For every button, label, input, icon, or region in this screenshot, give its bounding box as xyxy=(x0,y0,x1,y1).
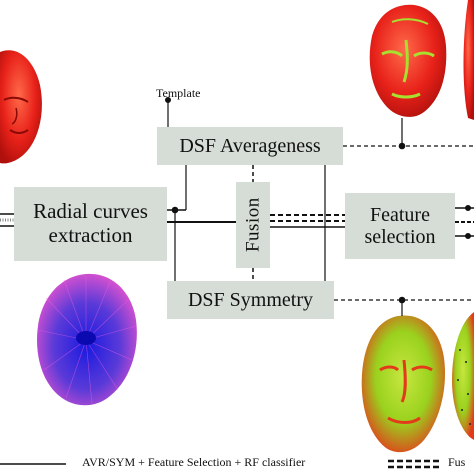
face-bottom-right-green xyxy=(361,312,474,453)
radial-curves-extraction-box: Radial curves extraction xyxy=(14,187,167,261)
feature-box-line1: Feature xyxy=(370,203,430,226)
radial-box-line2: extraction xyxy=(48,223,133,247)
connectors xyxy=(0,97,474,469)
feature-box-line2: selection xyxy=(364,226,436,248)
radial-box-line1: Radial curves xyxy=(33,199,148,224)
face-top-left-red xyxy=(0,50,42,164)
face-bottom-left-mesh xyxy=(37,273,137,406)
fusion-box: Fusion xyxy=(236,182,270,268)
legend-solid-label: AVR/SYM + Feature Selection + RF classif… xyxy=(82,455,306,469)
fusion-label: Fusion xyxy=(242,197,264,253)
template-label: Template xyxy=(156,86,201,100)
face-top-right-red xyxy=(369,0,474,120)
dsf-averageness-box: DSF Averageness xyxy=(157,127,343,165)
legend-dashed-label: Fus xyxy=(448,455,466,469)
dsf-symmetry-box: DSF Symmetry xyxy=(167,281,334,319)
feature-selection-box: Feature selection xyxy=(345,193,455,259)
